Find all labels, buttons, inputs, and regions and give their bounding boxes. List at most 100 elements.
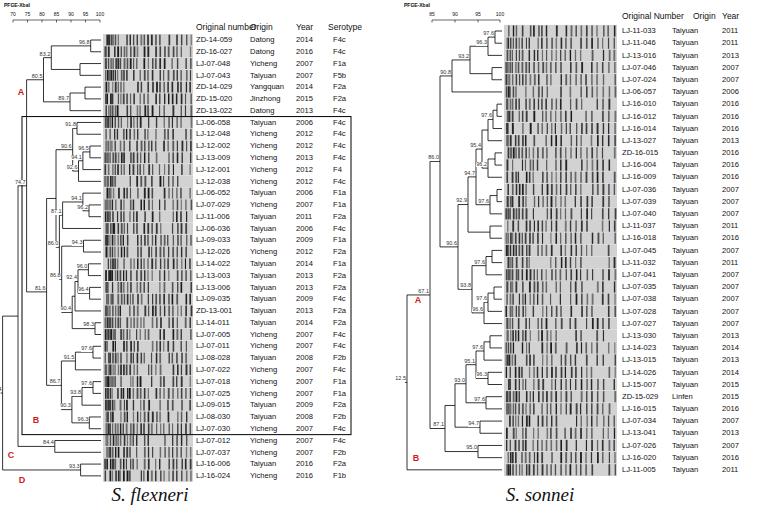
gel-band xyxy=(115,164,116,175)
dendrogram-branch xyxy=(470,46,488,47)
gel-band xyxy=(541,25,543,36)
gel-band xyxy=(538,391,540,402)
gel-band xyxy=(508,403,510,414)
gel-band xyxy=(105,400,107,411)
gel-lane xyxy=(504,183,617,195)
gel-band xyxy=(168,306,169,317)
gel-band xyxy=(164,235,166,246)
gel-band xyxy=(586,306,588,317)
gel-band xyxy=(105,105,106,116)
gel-band xyxy=(126,70,128,81)
year-cell: 2012 xyxy=(296,166,313,174)
gel-band xyxy=(551,415,552,426)
gel-band xyxy=(513,147,515,158)
gel-band xyxy=(550,330,551,341)
gel-band xyxy=(560,440,562,451)
gel-band xyxy=(602,208,604,219)
gel-band xyxy=(529,62,530,73)
gel-band xyxy=(581,135,582,146)
gel-band xyxy=(581,367,582,378)
gel-band xyxy=(176,447,177,458)
gel-band xyxy=(160,70,161,81)
gel-lane xyxy=(103,164,193,176)
gel-band xyxy=(534,220,535,231)
dendrogram-branch xyxy=(3,469,81,470)
gel-band xyxy=(508,111,509,122)
gel-band xyxy=(529,367,530,378)
gel-band xyxy=(596,62,598,73)
gel-band xyxy=(586,38,588,49)
gel-band xyxy=(542,123,543,134)
gel-band xyxy=(189,317,191,328)
gel-band xyxy=(137,306,139,317)
gel-band xyxy=(147,270,148,281)
gel-band xyxy=(556,440,558,451)
gel-band xyxy=(506,172,507,183)
gel-band xyxy=(586,172,588,183)
gel-band xyxy=(508,38,509,49)
isolate-number: LJ-11-006 xyxy=(196,213,230,221)
gel-band xyxy=(186,35,187,46)
gel-band xyxy=(512,355,514,366)
serotype-cell: F4c xyxy=(333,295,346,303)
gel-band xyxy=(603,391,605,402)
gel-band xyxy=(609,86,611,97)
gel-band xyxy=(526,220,528,231)
gel-band xyxy=(164,282,166,293)
dendrogram-branch xyxy=(478,457,502,458)
gel-band xyxy=(542,111,543,122)
gel-band xyxy=(506,440,507,451)
gel-band xyxy=(538,86,540,97)
gel-band xyxy=(537,367,539,378)
gel-band xyxy=(151,364,152,375)
gel-lane xyxy=(504,171,617,183)
gel-band xyxy=(533,367,534,378)
gel-band xyxy=(180,82,181,93)
isolate-number: LJ-07-022 xyxy=(196,366,230,374)
gel-band xyxy=(155,94,157,105)
gel-band xyxy=(190,94,191,105)
gel-band xyxy=(566,123,567,134)
gel-band xyxy=(137,164,138,175)
gel-band xyxy=(121,152,123,163)
gel-band xyxy=(585,111,587,122)
gel-band xyxy=(144,459,146,470)
gel-band xyxy=(570,99,571,110)
origin-cell: Yicheng xyxy=(250,248,277,256)
gel-band xyxy=(176,117,177,128)
gel-band xyxy=(586,367,587,378)
gel-band xyxy=(541,452,543,463)
gel-band xyxy=(521,452,522,463)
gel-band xyxy=(537,50,538,61)
dendrogram-branch xyxy=(77,134,101,135)
gel-band xyxy=(163,376,165,387)
gel-band xyxy=(173,211,174,222)
gel-band xyxy=(117,423,118,434)
gel-band xyxy=(542,233,543,244)
gel-band xyxy=(156,341,157,352)
gel-band xyxy=(615,86,617,97)
gel-band xyxy=(172,58,173,69)
gel-band xyxy=(105,376,107,387)
serotype-cell: F2a xyxy=(333,213,346,221)
year-cell: 2007 xyxy=(296,72,313,80)
gel-band xyxy=(546,62,547,73)
origin-cell: Taiyuan xyxy=(250,119,276,127)
gel-band xyxy=(189,164,190,175)
gel-band xyxy=(546,245,548,256)
gel-band xyxy=(522,257,524,268)
gel-lane xyxy=(103,270,193,282)
gel-band xyxy=(580,147,581,158)
gel-band xyxy=(613,440,615,451)
gel-band xyxy=(565,379,567,390)
gel-band xyxy=(513,245,515,256)
scale-value: 85 xyxy=(54,12,60,17)
gel-band xyxy=(107,235,108,246)
gel-band xyxy=(144,200,145,211)
gel-band xyxy=(143,423,144,434)
gel-band xyxy=(140,329,141,340)
gel-band xyxy=(159,341,161,352)
origin-cell: Datong xyxy=(250,107,275,115)
dendrogram-branch xyxy=(445,451,478,452)
gel-band xyxy=(526,342,527,353)
